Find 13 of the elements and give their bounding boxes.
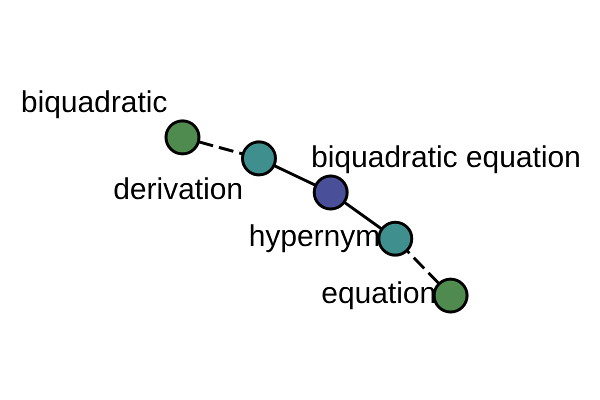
connector xyxy=(344,201,382,230)
connector xyxy=(198,140,244,156)
node-label: derivation xyxy=(113,172,244,206)
node-circle xyxy=(164,119,200,156)
node-label: hypernym xyxy=(248,220,380,254)
connector xyxy=(406,250,440,285)
node-label: biquadratic equation xyxy=(311,141,581,174)
node-label: biquadratic xyxy=(20,86,168,119)
node-circle xyxy=(312,174,349,210)
connector xyxy=(274,164,316,187)
node-circle xyxy=(377,220,414,257)
node-circle xyxy=(432,278,469,314)
node-circle xyxy=(241,140,277,176)
